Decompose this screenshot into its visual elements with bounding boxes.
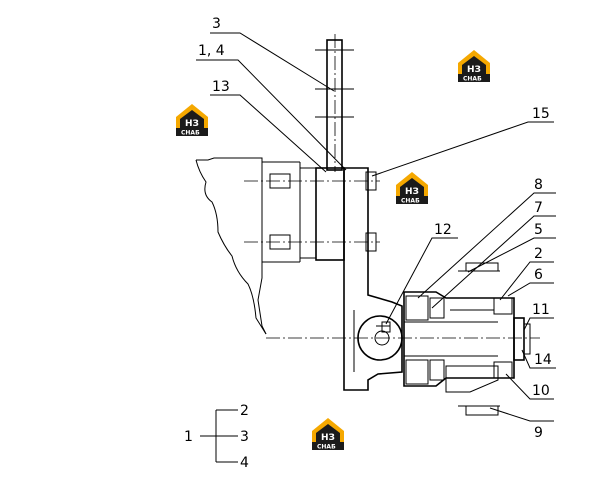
svg-text:СНАБ: СНАБ [463,76,482,83]
legend-child-4: 4 [240,455,249,471]
callout-6: 6 [534,267,543,283]
legend-child-2: 2 [240,403,249,419]
callout-12: 12 [434,222,452,238]
watermark-logo: НЗ СНАБ [176,104,208,137]
svg-text:НЗ: НЗ [321,433,335,443]
bolt-set-15 [244,171,380,252]
svg-text:СНАБ: СНАБ [401,198,420,205]
legend-child-3: 3 [240,429,249,445]
plate-3 [300,34,354,261]
callout-5: 5 [534,222,543,238]
svg-text:СНАБ: СНАБ [181,130,200,137]
callout-14: 14 [534,352,552,368]
callout-13: 13 [212,79,230,95]
callout-2: 2 [534,246,543,262]
svg-text:СНАБ: СНАБ [317,444,336,451]
svg-text:НЗ: НЗ [405,187,419,197]
mounting-bracket [343,167,403,391]
callout-7: 7 [534,200,543,216]
leader-lines [196,32,556,422]
callout-3: 3 [212,16,221,32]
callout-8: 8 [534,177,543,193]
svg-text:НЗ: НЗ [185,119,199,129]
callout-10: 10 [532,383,550,399]
watermark-logo: НЗ СНАБ [396,172,428,205]
svg-text:НЗ: НЗ [467,65,481,75]
callout-11: 11 [532,302,550,318]
legend-parent: 1 [184,429,193,445]
watermark-logo: НЗ СНАБ [458,50,490,83]
engine-housing [195,157,301,335]
watermark-logo: НЗ СНАБ [312,418,344,451]
assembly-legend: 1 2 3 4 [184,403,249,471]
callout-labels: 3 1, 4 13 15 8 7 5 2 6 12 11 14 10 9 [198,16,552,441]
callout-1-4: 1, 4 [198,43,225,59]
gear-assembly [403,262,531,416]
callout-9: 9 [534,425,543,441]
callout-15: 15 [532,106,550,122]
